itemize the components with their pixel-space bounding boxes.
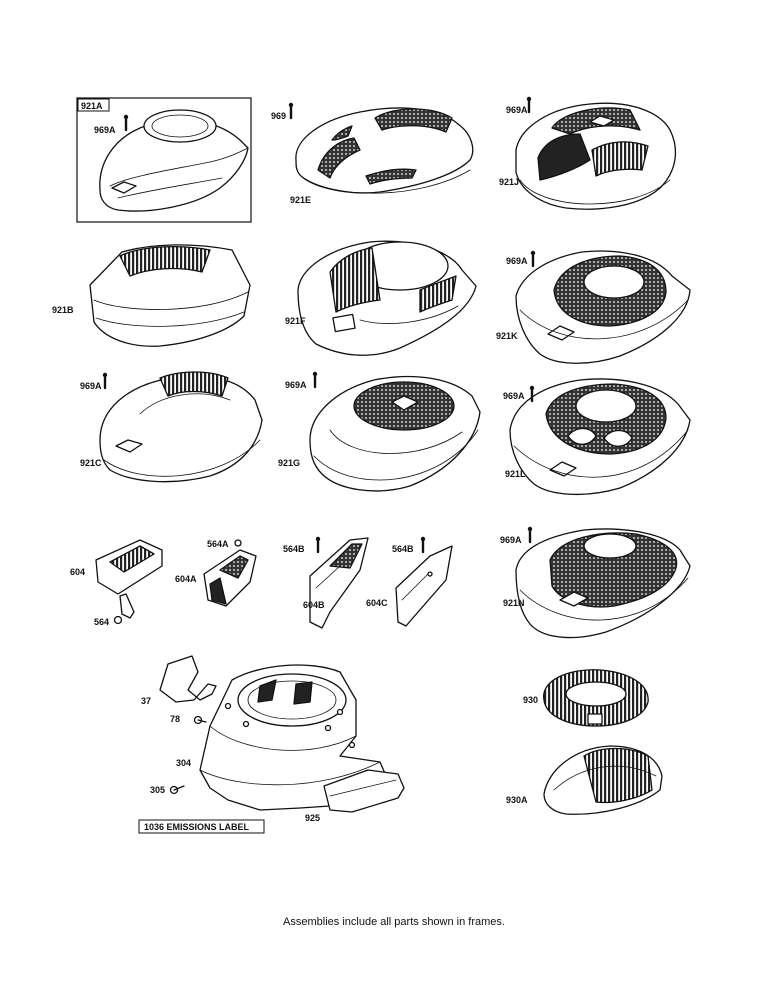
part-label-564a: 564A: [207, 539, 229, 549]
footer-note: Assemblies include all parts shown in fr…: [283, 916, 505, 928]
part-label-969a: 969A: [94, 125, 116, 135]
part-label-564b: 564B: [283, 544, 305, 554]
screw-78[interactable]: [193, 715, 207, 725]
screen-cover-930a[interactable]: [543, 745, 663, 815]
part-label-921c: 921C: [80, 458, 102, 468]
rotating-screen-930[interactable]: [543, 669, 649, 727]
blower-housing-921f[interactable]: [297, 240, 477, 356]
screw-icon: [315, 536, 321, 554]
part-label-969a: 969A: [503, 391, 525, 401]
blower-housing-921e[interactable]: [295, 107, 474, 194]
blower-housing-921a[interactable]: [99, 109, 249, 212]
part-label-969: 969: [271, 111, 286, 121]
part-label-925: 925: [305, 813, 320, 823]
part-label-604: 604: [70, 567, 85, 577]
blower-housing-921j[interactable]: [515, 102, 677, 210]
air-guide-37[interactable]: [159, 655, 217, 703]
part-label-78: 78: [170, 714, 180, 724]
part-label-921j: 921J: [499, 177, 519, 187]
emissions-label-text: 1036 EMISSIONS LABEL: [144, 822, 250, 832]
blower-housing-921c[interactable]: [99, 371, 263, 483]
part-label-930: 930: [523, 695, 538, 705]
screw-icon: [123, 114, 129, 132]
screw-icon: [288, 102, 294, 120]
blower-housing-304[interactable]: [199, 664, 393, 811]
screw-icon: [527, 526, 533, 544]
blower-housing-921k[interactable]: [515, 250, 691, 364]
part-label-564: 564: [94, 617, 109, 627]
part-label-921b: 921B: [52, 305, 74, 315]
screw-icon: [529, 385, 535, 403]
screw-icon: [102, 372, 108, 390]
screw-icon: [312, 371, 318, 389]
part-label-604b: 604B: [303, 600, 325, 610]
air-guide-604a[interactable]: [203, 549, 257, 607]
part-label-930a: 930A: [506, 795, 528, 805]
screw-icon: [526, 96, 532, 114]
frame-label-921a: 921A: [81, 101, 103, 111]
part-label-969a: 969A: [80, 381, 102, 391]
part-label-921l: 921L: [505, 469, 526, 479]
part-label-969a: 969A: [500, 535, 522, 545]
part-label-921f: 921F: [285, 316, 306, 326]
blower-housing-921g[interactable]: [309, 375, 481, 492]
air-guide-604c[interactable]: [395, 545, 453, 627]
screw-305[interactable]: [169, 785, 185, 795]
air-guide-604b[interactable]: [309, 537, 369, 629]
part-label-564b: 564B: [392, 544, 414, 554]
screw-icon: [420, 536, 426, 554]
part-label-604c: 604C: [366, 598, 388, 608]
deflector-925[interactable]: [323, 769, 405, 813]
screw-564[interactable]: [113, 615, 123, 625]
blower-housing-921n[interactable]: [515, 528, 691, 639]
part-label-921g: 921G: [278, 458, 300, 468]
part-label-305: 305: [150, 785, 165, 795]
screw-icon: [530, 250, 536, 268]
part-label-304: 304: [176, 758, 191, 768]
part-label-969a: 969A: [506, 105, 528, 115]
part-label-969a: 969A: [285, 380, 307, 390]
part-label-969a: 969A: [506, 256, 528, 266]
emissions-label-box: 1036 EMISSIONS LABEL: [138, 819, 265, 834]
air-guide-604[interactable]: [95, 539, 163, 619]
blower-housing-921b[interactable]: [89, 244, 251, 347]
part-label-921e: 921E: [290, 195, 311, 205]
blower-housing-921l[interactable]: [509, 378, 691, 496]
part-label-921k: 921K: [496, 331, 518, 341]
part-label-604a: 604A: [175, 574, 197, 584]
part-label-921n: 921N: [503, 598, 525, 608]
part-label-37: 37: [141, 696, 151, 706]
screw-564a[interactable]: [234, 539, 242, 547]
assembly-frame-921a: 921A: [76, 97, 252, 223]
